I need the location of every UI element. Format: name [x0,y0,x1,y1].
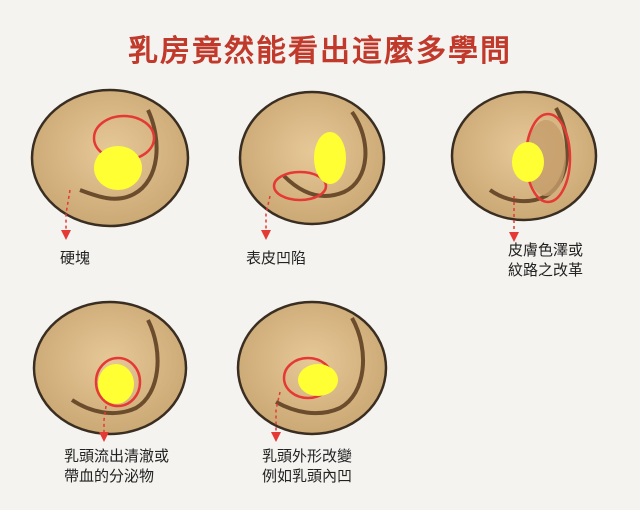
label-line: 乳頭流出清澈或 [64,447,170,465]
label-line: 皮膚色澤或 [508,241,584,259]
nipple-highlight [314,132,346,184]
panel-skin-texture [450,90,598,242]
nipple-highlight [298,364,338,396]
pointer-line [265,195,271,234]
label-line: 例如乳頭內凹 [262,467,353,485]
nipple-highlight [512,142,544,182]
label-line: 乳頭外形改變 [262,447,353,465]
pointer-arrow [61,230,71,240]
label-line: 帶血的分泌物 [64,467,155,485]
discharge-marker [94,356,142,408]
panel-dimpling [238,90,386,240]
label-line: 硬塊 [60,249,91,267]
breast-contour [70,319,160,416]
panel-discharge [32,300,188,442]
label-discharge: 乳頭流出清澈或 帶血的分泌物 [64,446,169,486]
nipple-highlight [94,146,142,190]
pointer-line [103,405,107,436]
pointer-arrow [99,432,109,442]
panel-lump [30,88,190,240]
label-skin-texture: 皮膚色澤或 紋路之改革 [508,240,583,280]
breast-contour [79,109,159,201]
breast-contour [282,110,368,198]
pointer-line [65,189,71,234]
panel-nipple-shape [236,300,388,442]
breast-circle [238,90,386,226]
label-dimpling: 表皮凹陷 [246,248,306,268]
pointer-arrow [509,232,519,242]
label-line: 表皮凹陷 [246,249,307,267]
label-line: 紋路之改革 [508,261,584,279]
nipple-highlight [98,364,134,404]
pointer-arrow [261,230,271,240]
label-nipple-shape: 乳頭外形改變 例如乳頭內凹 [262,446,352,486]
pointer-line [275,391,281,436]
label-lump: 硬塊 [60,248,90,268]
breast-contour [275,317,365,416]
page-title: 乳房竟然能看出這麼多學問 [128,34,512,69]
pointer-arrow [271,432,281,442]
dimple-marker [272,170,328,202]
